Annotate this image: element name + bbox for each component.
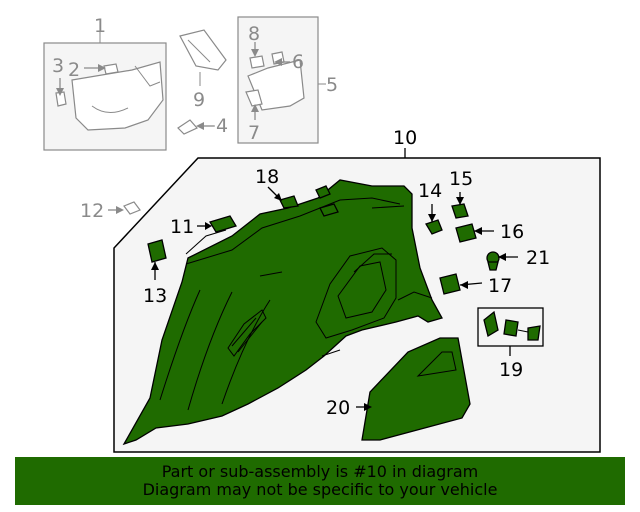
callout-18: 18: [255, 166, 279, 188]
callout-13: 13: [143, 285, 167, 307]
part-21[interactable]: [486, 251, 500, 271]
disclaimer-line-2: Diagram may not be specific to your vehi…: [142, 480, 498, 499]
callout-7: 7: [248, 122, 260, 144]
parts-diagram: 1 2 3 4 5 6 7 8 9 10 11 12 13 14 15 16 1…: [43, 15, 601, 453]
callout-16: 16: [500, 221, 524, 243]
part-19-box[interactable]: [477, 307, 544, 356]
clip-part-18[interactable]: [279, 195, 299, 209]
callout-19: 19: [499, 359, 523, 381]
quarter-trim-panel[interactable]: [122, 179, 443, 446]
part-14[interactable]: [425, 219, 443, 235]
part-17[interactable]: [439, 273, 461, 295]
callout-8: 8: [248, 23, 260, 45]
part-20-panel[interactable]: [361, 337, 471, 441]
callout-15: 15: [449, 168, 473, 190]
callout-1: 1: [94, 15, 106, 37]
callout-21: 21: [526, 247, 550, 269]
callout-2: 2: [68, 59, 80, 81]
callout-9: 9: [193, 89, 205, 111]
callout-5: 5: [326, 74, 338, 96]
clip-upper: [315, 185, 339, 217]
callout-17: 17: [488, 275, 512, 297]
part-11[interactable]: [209, 215, 237, 233]
disclaimer-banner: Part or sub-assembly is #10 in diagram D…: [15, 457, 625, 505]
part-4: [177, 119, 215, 135]
callout-3: 3: [52, 55, 64, 77]
subassembly-1-box: [43, 32, 167, 151]
callout-6: 6: [292, 51, 304, 73]
callout-20: 20: [326, 397, 350, 419]
callout-10: 10: [393, 127, 417, 149]
subassembly-5-box: [237, 16, 326, 144]
callout-14: 14: [418, 180, 442, 202]
callout-11: 11: [170, 216, 194, 238]
part-9: [179, 29, 227, 86]
callout-12: 12: [80, 200, 104, 222]
callout-4: 4: [216, 115, 228, 137]
part-16[interactable]: [455, 223, 477, 243]
part-13[interactable]: [147, 239, 167, 263]
part-12: [123, 201, 141, 215]
disclaimer-line-1: Part or sub-assembly is #10 in diagram: [161, 462, 479, 481]
